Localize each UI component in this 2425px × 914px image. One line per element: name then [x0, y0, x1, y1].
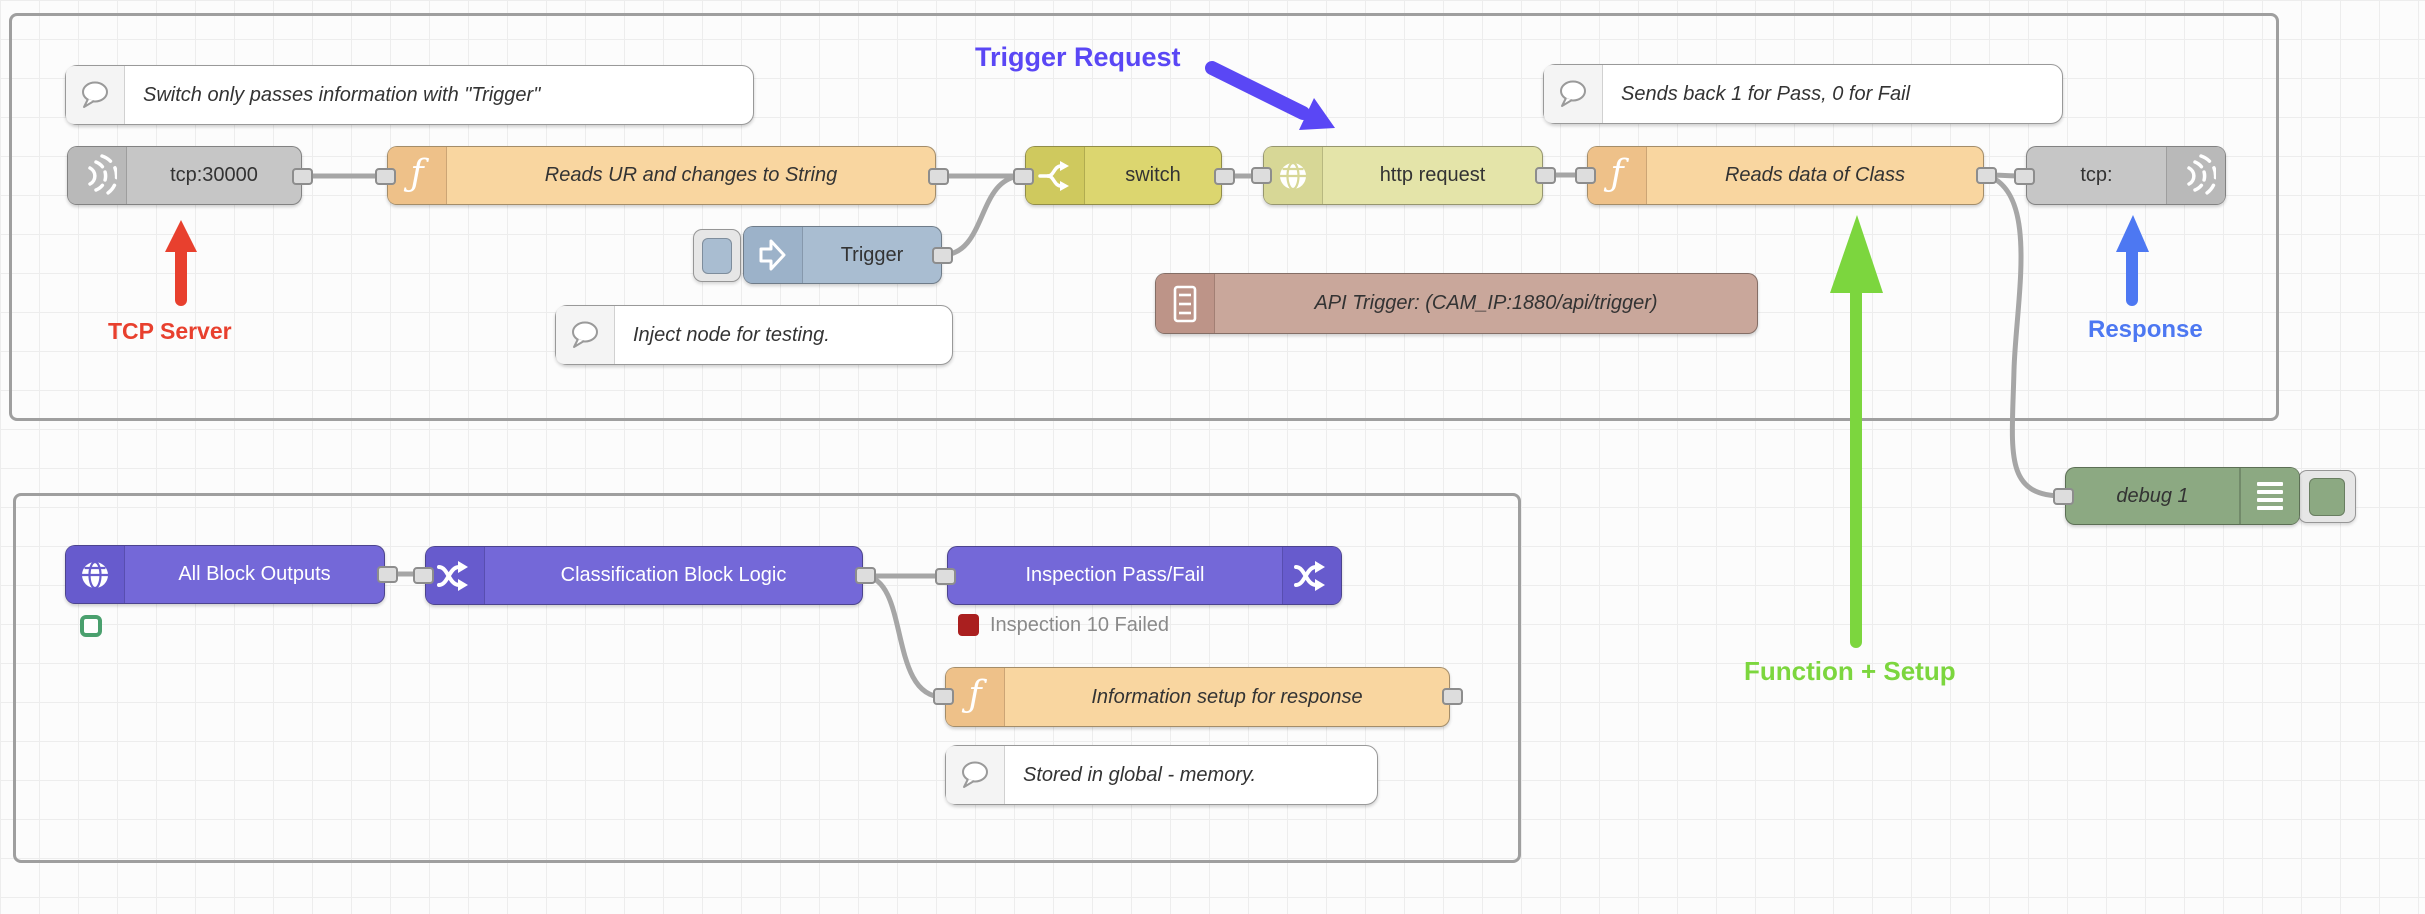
port-in-func-read-class[interactable] [1575, 167, 1596, 184]
inspection-status-text: Inspection 10 Failed [990, 614, 1170, 636]
node-func-info-setup-label: Information setup for response [1091, 685, 1363, 708]
node-tcp-in[interactable]: tcp:30000 [67, 146, 302, 205]
comment-icon [1544, 65, 1603, 123]
node-inspection-label: Inspection Pass/Fail [1025, 564, 1205, 586]
comment-inject-note-label: Inject node for testing. [633, 323, 830, 346]
comment-icon [556, 306, 615, 364]
function-setup-arrow [1830, 215, 1883, 648]
comment-sends-note[interactable]: Sends back 1 for Pass, 0 for Fail [1543, 64, 2063, 124]
node-switch-label: switch [1125, 164, 1181, 186]
node-func-read-class-label: Reads data of Class [1724, 164, 1906, 186]
comment-stored-note-label: Stored in global - memory. [1023, 763, 1257, 786]
port-out-switch[interactable] [1214, 168, 1235, 185]
port-out-classification[interactable] [855, 567, 876, 584]
trigger-request-arrow [1205, 61, 1335, 130]
node-api-trigger-label: API Trigger: (CAM_IP:1880/api/trigger) [1314, 292, 1658, 314]
node-debug-label: debug 1 [2116, 484, 2189, 507]
port-in-switch[interactable] [1013, 168, 1034, 185]
wire-func2-debug [1983, 172, 2066, 499]
port-out-func-read-ur[interactable] [928, 168, 949, 185]
comment-sends-note-label: Sends back 1 for Pass, 0 for Fail [1621, 82, 1911, 105]
node-all-block-outputs[interactable]: All Block Outputs [65, 545, 385, 604]
comment-icon [946, 746, 1005, 804]
port-in-classification[interactable] [413, 567, 434, 584]
comment-icon [66, 66, 125, 124]
port-in-debug[interactable] [2053, 488, 2074, 505]
shuffle-icon [1282, 547, 1341, 604]
function-icon: ƒ [1588, 147, 1647, 204]
node-all-block-outputs-label: All Block Outputs [178, 563, 331, 585]
function-icon: ƒ [946, 668, 1005, 726]
node-classification-label: Classification Block Logic [560, 564, 787, 586]
port-out-tcp-in[interactable] [292, 168, 313, 185]
debug-list-icon [2239, 468, 2299, 524]
annotation-tcp-server: TCP Server [108, 318, 232, 344]
inject-run-button[interactable] [693, 229, 741, 282]
port-out-func-info[interactable] [1442, 688, 1463, 705]
response-arrow [2116, 215, 2149, 306]
flow-group-bottom[interactable] [13, 493, 1521, 863]
inject-arrow-icon [744, 227, 803, 283]
port-in-http[interactable] [1251, 167, 1272, 184]
tcp-wave-icon [68, 147, 127, 204]
template-icon [1156, 274, 1215, 333]
port-out-inject[interactable] [932, 247, 953, 264]
node-inject-trigger-label: Trigger [840, 243, 904, 266]
globe-icon [1264, 147, 1323, 204]
wire-class-info [862, 573, 946, 700]
inspection-status-indicator [958, 614, 979, 636]
port-in-func-info[interactable] [933, 688, 954, 705]
flow-group-top[interactable] [9, 13, 2279, 421]
port-in-tcp-out[interactable] [2014, 168, 2035, 185]
node-inspection[interactable]: Inspection Pass/Fail [947, 546, 1342, 605]
function-icon: ƒ [388, 147, 447, 204]
all-block-status-indicator [80, 615, 102, 637]
port-out-all-block[interactable] [377, 566, 398, 583]
node-switch[interactable]: switch [1025, 146, 1222, 205]
node-inject-trigger[interactable]: Trigger [743, 226, 942, 284]
node-http-request[interactable]: http request [1263, 146, 1543, 205]
inject-run-button-face [702, 237, 732, 274]
tcp-server-arrow [165, 220, 197, 306]
comment-inject-note[interactable]: Inject node for testing. [555, 305, 953, 365]
port-in-inspection[interactable] [935, 568, 956, 585]
switch-fork-icon [1026, 147, 1085, 204]
comment-switch-note[interactable]: Switch only passes information with "Tri… [65, 65, 754, 125]
annotation-trigger-request: Trigger Request [975, 42, 1181, 72]
node-func-read-ur-label: Reads UR and changes to String [544, 164, 838, 186]
comment-stored-note[interactable]: Stored in global - memory. [945, 745, 1378, 805]
port-out-http[interactable] [1535, 167, 1556, 184]
node-api-trigger[interactable]: API Trigger: (CAM_IP:1880/api/trigger) [1155, 273, 1758, 334]
node-tcp-out-label: tcp: [2080, 164, 2113, 186]
debug-toggle-button-face [2309, 477, 2345, 516]
port-out-func-read-class[interactable] [1976, 167, 1997, 184]
node-tcp-out[interactable]: tcp: [2026, 146, 2226, 205]
tcp-wave-icon [2166, 147, 2225, 204]
node-tcp-in-label: tcp:30000 [170, 164, 258, 186]
annotation-function-setup: Function + Setup [1744, 656, 1956, 686]
port-in-func-read-ur[interactable] [375, 168, 396, 185]
globe-icon [66, 546, 125, 603]
shuffle-icon [426, 547, 485, 604]
annotation-response: Response [2088, 316, 2203, 343]
wire-inject-switch [939, 173, 1026, 258]
comment-switch-note-label: Switch only passes information with "Tri… [143, 83, 541, 106]
node-http-request-label: http request [1379, 164, 1486, 186]
debug-toggle-button[interactable] [2298, 470, 2356, 523]
node-debug[interactable]: debug 1 [2065, 467, 2300, 525]
